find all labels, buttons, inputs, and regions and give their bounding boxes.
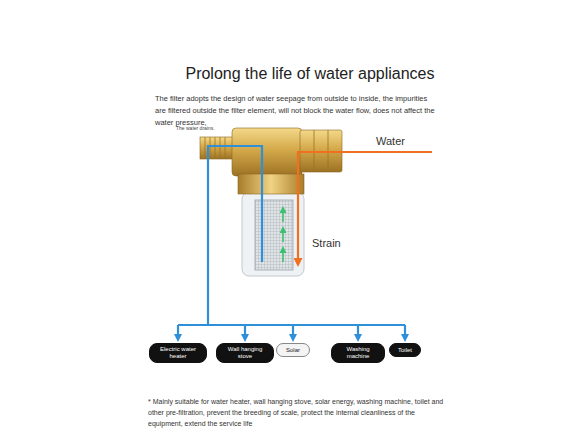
flow-label: Strain bbox=[312, 236, 341, 250]
flow-label: Water bbox=[376, 134, 405, 148]
filter-collar bbox=[238, 174, 304, 194]
seepage-arrow bbox=[282, 210, 284, 222]
appliance-name: Electric water heater bbox=[154, 346, 202, 360]
inflow-arrow bbox=[298, 152, 432, 262]
title: Prolong the life of water appliances bbox=[100, 64, 520, 84]
appliance-pill: Electric water heater bbox=[149, 343, 207, 363]
appliance-name: Wall hanging stove bbox=[221, 346, 269, 360]
appliance-pill: Washing machine bbox=[331, 343, 385, 363]
branch-line bbox=[177, 325, 179, 338]
branch-line bbox=[292, 325, 294, 338]
seepage-arrow bbox=[282, 230, 284, 242]
filter-body bbox=[232, 128, 302, 176]
description-text: The filter adopts the design of water se… bbox=[155, 93, 440, 129]
outlet-note: The water drains. bbox=[176, 125, 224, 131]
footnote: * Mainly suitable for water heater, wall… bbox=[148, 396, 446, 429]
appliance-name: Washing machine bbox=[336, 346, 380, 360]
distribution-line bbox=[178, 324, 405, 326]
branch-line bbox=[357, 325, 359, 338]
branch-line bbox=[404, 325, 406, 338]
appliance-pill: Solar bbox=[276, 343, 310, 357]
filter-mesh bbox=[255, 200, 293, 270]
branch-line bbox=[244, 325, 246, 338]
appliance-name: Solar bbox=[286, 347, 300, 354]
thread-fitting bbox=[200, 137, 236, 159]
appliance-name: Toilet bbox=[398, 347, 412, 354]
appliance-pill: Toilet bbox=[389, 343, 421, 357]
filter-cup bbox=[242, 192, 304, 276]
outflow-line bbox=[208, 146, 262, 325]
appliance-pill: Wall hanging stove bbox=[216, 343, 274, 363]
seepage-arrow bbox=[282, 250, 284, 262]
